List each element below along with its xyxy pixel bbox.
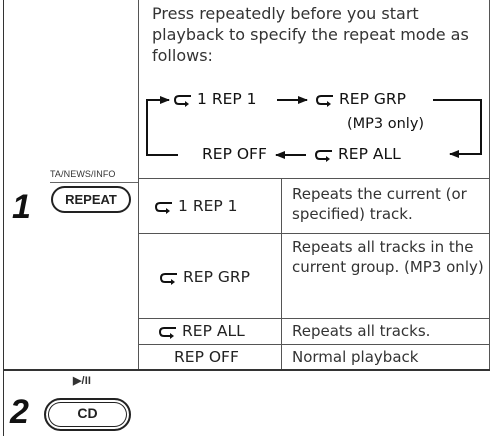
- cycle-repgrp: REP GRP: [315, 90, 406, 108]
- frame-right-border: [489, 0, 490, 369]
- step-1-number: 1: [12, 188, 31, 226]
- table-row-desc: Repeats all tracks in the current group.…: [292, 238, 484, 276]
- caption-underline: [50, 182, 138, 183]
- table-row-desc: Repeats all tracks.: [292, 322, 431, 340]
- cycle-rep1: 1 REP 1: [173, 90, 257, 108]
- table-mode-label: REP ALL: [182, 322, 245, 340]
- cycle-rep1-label: REP 1: [211, 90, 257, 108]
- repeat-cycle-diagram: [146, 96, 482, 159]
- cycle-repgrp-note: (MP3 only): [347, 116, 425, 132]
- table-mode-prefix: 1: [178, 197, 188, 215]
- frame-left-border: [3, 0, 4, 436]
- repeat-one-icon: [154, 201, 172, 214]
- repeat-icon: [315, 94, 333, 107]
- step-1-intro-text: Press repeatedly before you start playba…: [152, 4, 469, 65]
- table-top-border: [138, 178, 490, 179]
- cycle-repoff: REP OFF: [202, 145, 267, 163]
- table-row-divider: [138, 344, 490, 345]
- cycle-rep1-prefix: 1: [197, 90, 207, 108]
- cd-button[interactable]: CD: [44, 398, 131, 431]
- repeat-icon: [158, 326, 176, 339]
- repeat-icon: [159, 272, 177, 285]
- cycle-repgrp-label: REP GRP: [339, 90, 406, 108]
- table-mode-label: REP GRP: [183, 268, 250, 286]
- cd-button-caption: ▶/II: [73, 375, 92, 387]
- repeat-button-caption: TA/NEWS/INFO: [50, 169, 116, 179]
- table-row-mode-repoff: REP OFF: [174, 348, 239, 366]
- step-2-number: 2: [10, 393, 29, 431]
- step-divider: [3, 369, 490, 371]
- table-mode-label: REP 1: [192, 197, 238, 215]
- repeat-icon: [314, 149, 332, 162]
- repeat-one-icon: [173, 94, 191, 107]
- repeat-button[interactable]: REPEAT: [51, 186, 131, 213]
- table-row-divider: [138, 318, 490, 319]
- table-row-desc: Repeats the current (or specified) track…: [292, 185, 467, 223]
- table-row-mode-repgrp: REP GRP: [159, 268, 250, 286]
- table-row-desc: Normal playback: [292, 348, 419, 366]
- cycle-repall: REP ALL: [314, 145, 401, 163]
- table-column-divider: [281, 178, 282, 369]
- table-row-mode-rep1: 1 REP 1: [154, 197, 238, 215]
- column-divider: [138, 0, 139, 369]
- table-row-mode-repall: REP ALL: [158, 322, 245, 340]
- cycle-repall-label: REP ALL: [338, 145, 401, 163]
- table-row-divider: [138, 233, 490, 234]
